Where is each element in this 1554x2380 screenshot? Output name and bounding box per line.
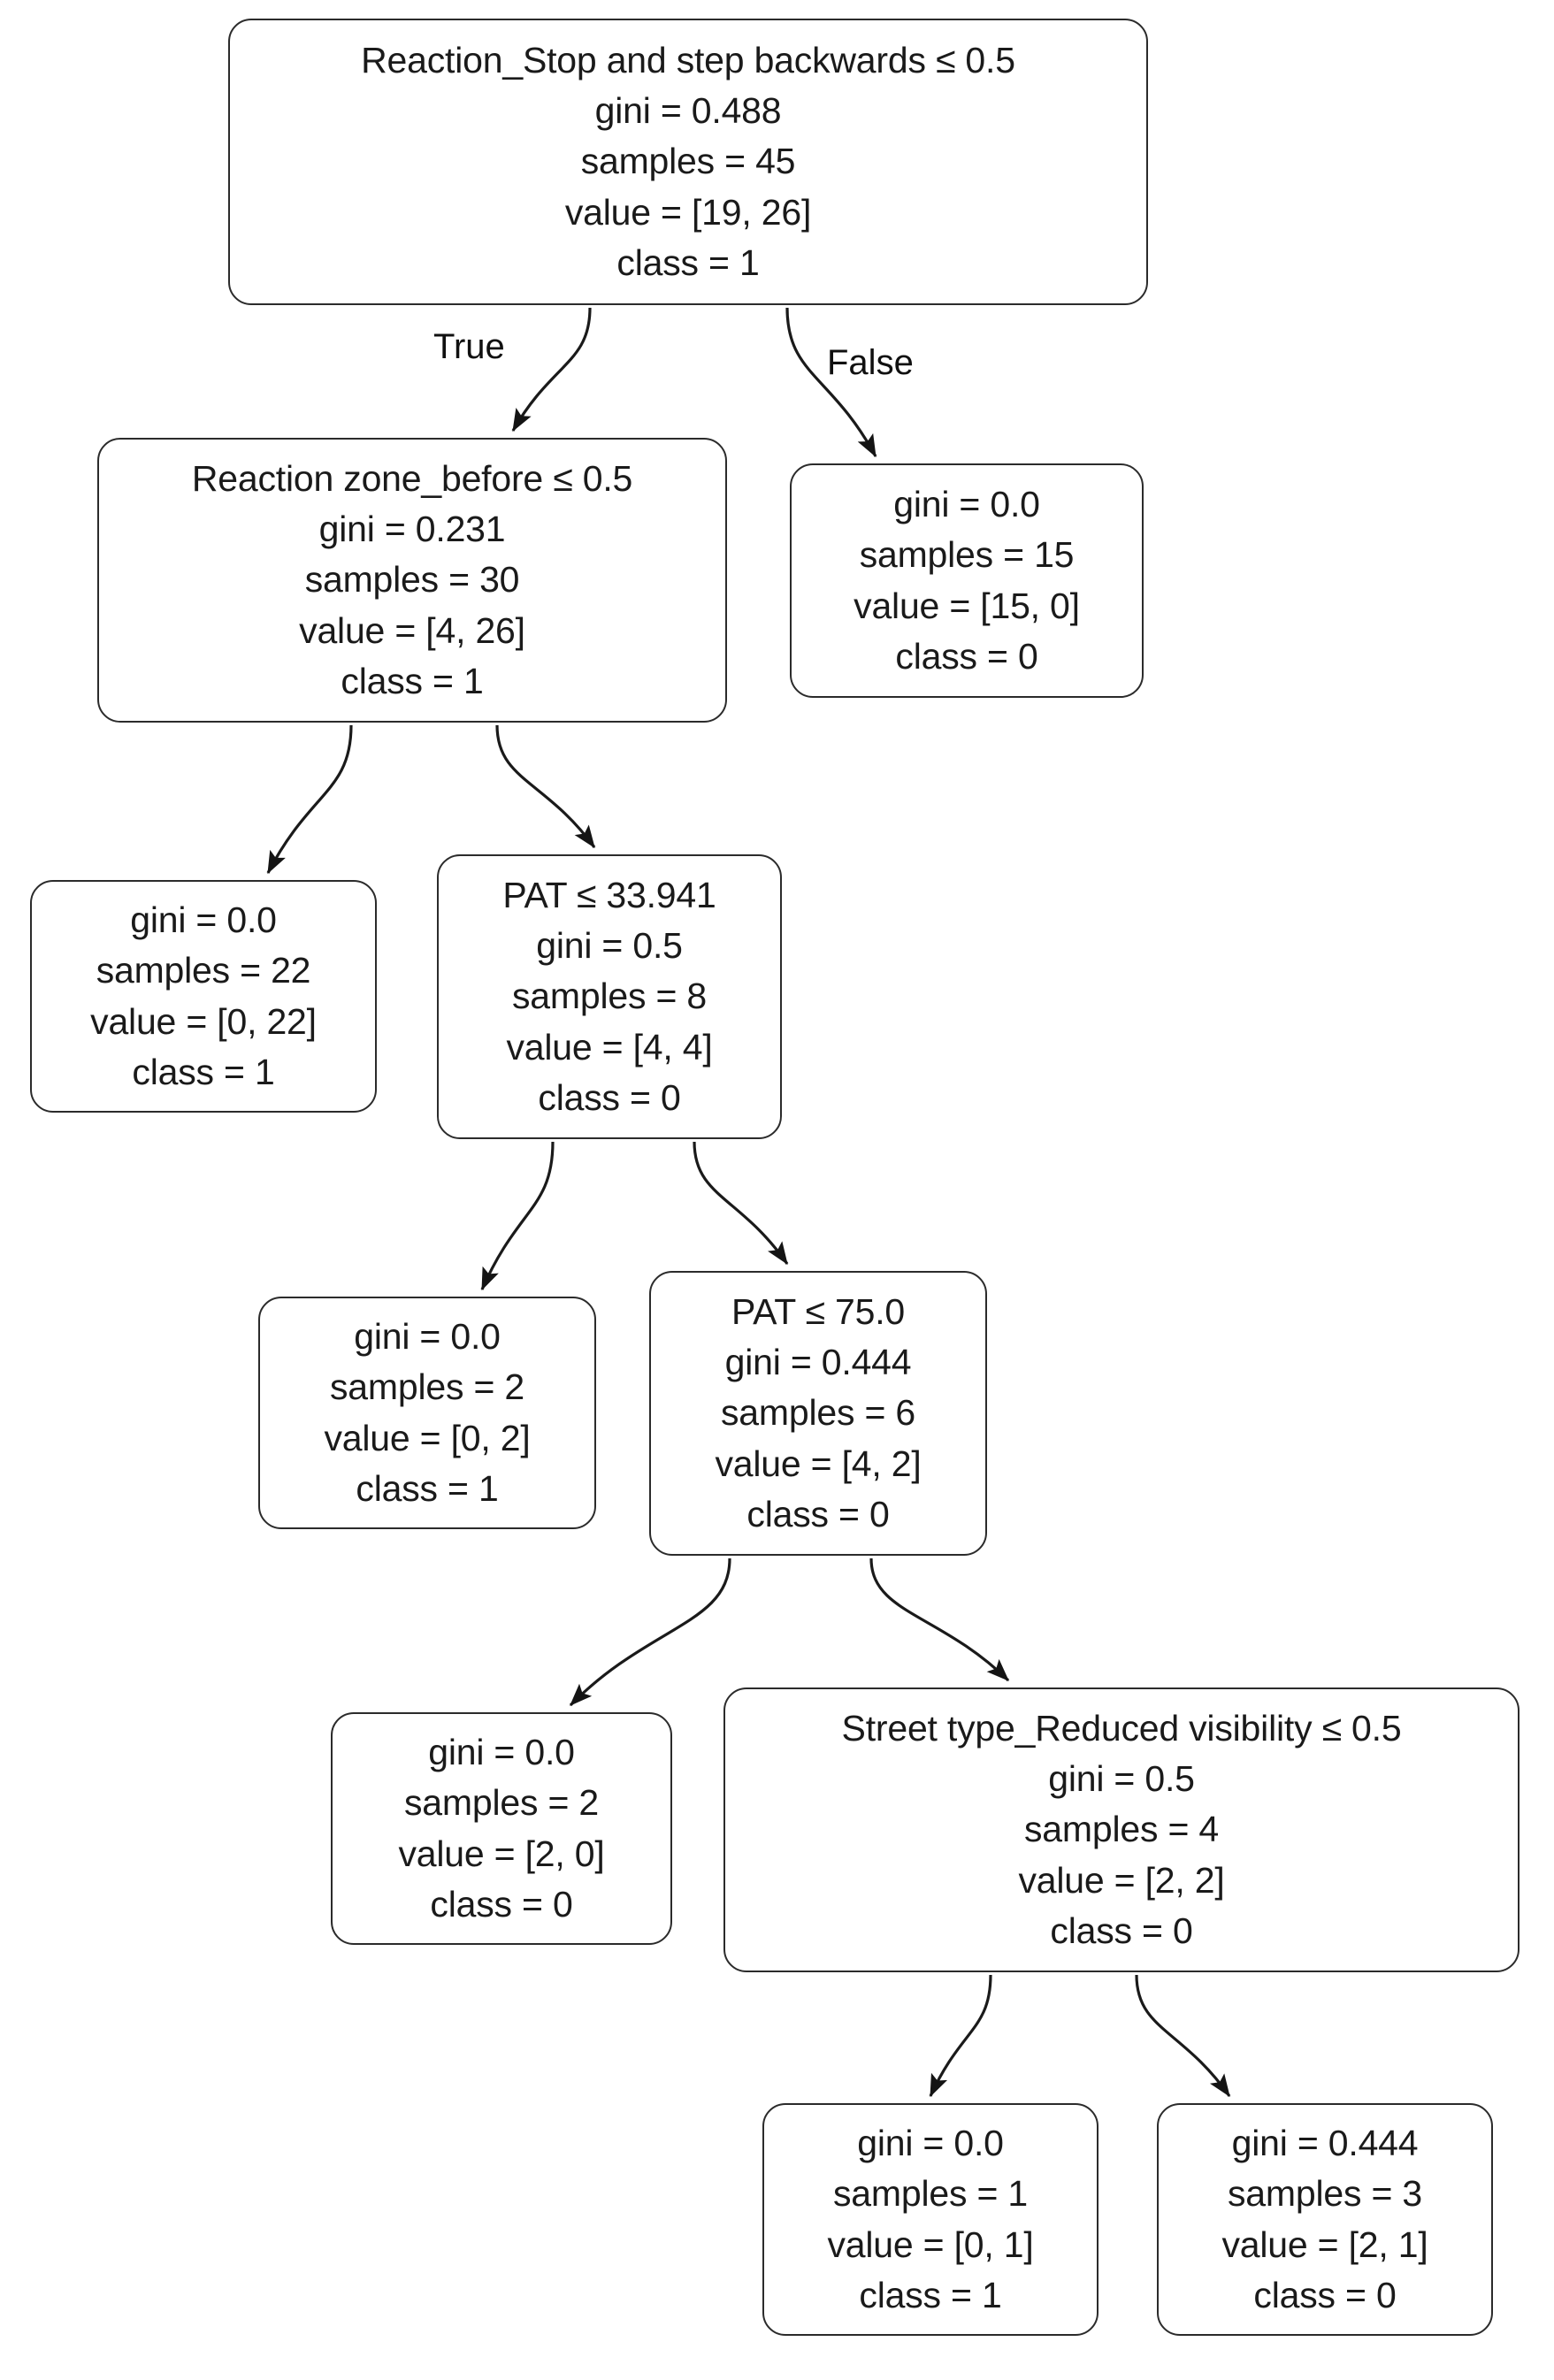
edge-n6-to-n8 [869, 1557, 1010, 1682]
node-samples-text: samples = 22 [96, 950, 311, 991]
node-gini-text: gini = 0.0 [893, 483, 1040, 524]
node-samples-text: samples = 45 [580, 141, 796, 182]
node-value-text: value = [2, 2] [1018, 1859, 1225, 1901]
node-gini-text: gini = 0.0 [354, 1315, 501, 1357]
tree-node-n7[interactable]: gini = 0.0 samples = 2 value = [2, 0] class… [331, 1712, 672, 1945]
node-samples-text: samples = 8 [512, 976, 707, 1017]
node-value-text: value = [0, 2] [324, 1417, 531, 1458]
node-samples-text: samples = 6 [721, 1392, 915, 1434]
node-samples-text: samples = 4 [1024, 1809, 1219, 1850]
node-gini-text: gini = 0.5 [1048, 1757, 1195, 1799]
node-gini-text: gini = 0.0 [857, 2122, 1004, 2163]
node-condition-text: PAT ≤ 75.0 [731, 1290, 905, 1332]
tree-node-n6[interactable]: PAT ≤ 75.0 gini = 0.444 samples = 6 value =… [649, 1271, 987, 1556]
node-samples-text: samples = 30 [304, 559, 520, 601]
edge-n4-to-n6 [693, 1141, 789, 1266]
node-class-text: class = 1 [616, 242, 760, 284]
node-class-text: class = 0 [746, 1494, 890, 1535]
tree-node-n1[interactable]: Reaction zone_before ≤ 0.5 gini = 0.231 sa… [97, 438, 727, 723]
node-class-text: class = 1 [859, 2274, 1002, 2315]
node-condition-text: PAT ≤ 33.941 [502, 874, 716, 915]
node-value-text: value = [15, 0] [854, 585, 1080, 626]
node-gini-text: gini = 0.0 [428, 1731, 575, 1772]
node-value-text: value = [2, 0] [398, 1833, 605, 1874]
edge-label-false: False [827, 343, 914, 382]
tree-node-n9[interactable]: gini = 0.0 samples = 1 value = [0, 1] class… [762, 2103, 1099, 2336]
node-gini-text: gini = 0.5 [536, 924, 683, 966]
tree-node-n8[interactable]: Street type_Reduced visibility ≤ 0.5 gini… [723, 1687, 1520, 1972]
node-value-text: value = [0, 22] [90, 1000, 317, 1042]
node-class-text: class = 1 [356, 1467, 499, 1509]
edge-n4-to-n5 [480, 1141, 555, 1291]
edge-label-true: True [433, 327, 505, 366]
node-class-text: class = 0 [538, 1077, 681, 1119]
tree-node-n3[interactable]: gini = 0.0 samples = 22 value = [0, 22] cla… [30, 880, 377, 1113]
node-samples-text: samples = 15 [859, 534, 1075, 576]
node-class-text: class = 0 [1253, 2274, 1397, 2315]
edge-n1-to-n4 [495, 724, 596, 849]
edge-n8-to-n10 [1135, 1974, 1231, 2098]
tree-node-n5[interactable]: gini = 0.0 samples = 2 value = [0, 2] class… [258, 1297, 596, 1529]
tree-node-n2[interactable]: gini = 0.0 samples = 15 value = [15, 0] cla… [790, 463, 1144, 698]
node-class-text: class = 0 [1050, 1910, 1193, 1952]
node-gini-text: gini = 0.0 [130, 899, 277, 940]
node-value-text: value = [19, 26] [564, 191, 812, 233]
tree-node-n4[interactable]: PAT ≤ 33.941 gini = 0.5 samples = 8 value =… [437, 854, 782, 1139]
node-condition-text: Reaction zone_before ≤ 0.5 [191, 457, 633, 499]
edge-n8-to-n9 [929, 1974, 992, 2098]
tree-node-n0[interactable]: Reaction_Stop and step backwards ≤ 0.5 gi… [228, 19, 1148, 305]
node-gini-text: gini = 0.488 [594, 89, 782, 131]
node-class-text: class = 1 [132, 1051, 275, 1092]
node-value-text: value = [4, 4] [506, 1026, 713, 1068]
node-condition-text: Street type_Reduced visibility ≤ 0.5 [841, 1707, 1402, 1749]
node-samples-text: samples = 1 [833, 2173, 1028, 2215]
node-value-text: value = [0, 1] [827, 2223, 1034, 2265]
edge-n1-to-n3 [266, 724, 353, 875]
edge-n6-to-n7 [569, 1557, 731, 1707]
node-value-text: value = [4, 26] [299, 609, 525, 651]
node-gini-text: gini = 0.444 [724, 1341, 912, 1382]
node-gini-text: gini = 0.231 [318, 508, 506, 549]
edge-n0-to-n1 [511, 307, 592, 432]
node-samples-text: samples = 3 [1228, 2173, 1422, 2215]
node-value-text: value = [4, 2] [715, 1443, 922, 1484]
node-value-text: value = [2, 1] [1221, 2223, 1428, 2265]
tree-node-n10[interactable]: gini = 0.444 samples = 3 value = [2, 1] cla… [1157, 2103, 1493, 2336]
node-samples-text: samples = 2 [404, 1782, 599, 1824]
node-samples-text: samples = 2 [330, 1366, 524, 1408]
node-class-text: class = 1 [341, 661, 484, 702]
node-condition-text: Reaction_Stop and step backwards ≤ 0.5 [361, 39, 1015, 80]
node-gini-text: gini = 0.444 [1231, 2122, 1419, 2163]
node-class-text: class = 0 [430, 1883, 573, 1925]
node-class-text: class = 0 [895, 635, 1038, 677]
